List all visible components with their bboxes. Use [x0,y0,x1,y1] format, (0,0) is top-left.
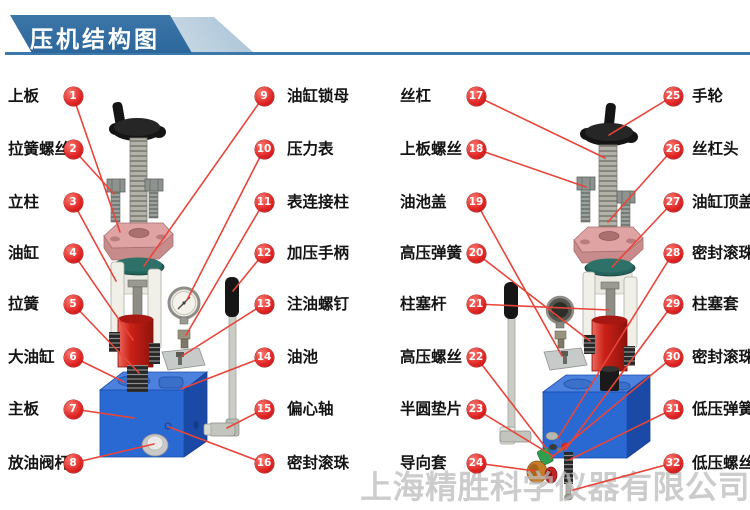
leader-line-27 [611,201,674,268]
handwheel-left [109,101,166,141]
leader-line-20 [475,252,591,342]
leader-line-23 [475,408,554,457]
leader-line-32 [572,462,674,491]
gauge-connector-right [554,330,567,349]
oil-cylinder-red-right [591,315,628,372]
lead-screw-left [129,137,148,231]
leader-line-8 [72,443,155,464]
upper-plate-right [573,226,644,264]
leader-line-21 [475,303,610,311]
watermark-text: 上海精胜科学仪器有限公司 [360,468,750,506]
leader-line-18 [475,148,587,188]
pressure-gauge-left [167,286,201,325]
drain-valve-knob-left [141,433,169,457]
leader-line-16 [168,426,265,464]
leader-line-24 [475,462,536,472]
leader-line-1 [72,95,121,233]
leader-line-29 [564,303,674,451]
high-pressure-springs-right [584,335,635,366]
seal-parts-cluster [526,431,569,484]
leader-line-31 [568,408,674,461]
leader-line-10 [186,148,265,301]
leader-line-4 [72,252,134,341]
leader-line-30 [550,356,674,459]
base-block-right [541,374,652,459]
leader-line-28 [557,252,674,439]
leader-line-11 [185,201,265,336]
lead-screw-right [598,144,618,235]
pressure-gauge-right [545,295,575,329]
banner-rule [5,52,750,55]
leader-line-5 [72,303,140,374]
leader-line-26 [607,148,674,223]
handwheel-right [580,102,638,146]
gauge-connector-left [177,329,191,349]
low-pressure-spring-and-screw [564,452,573,501]
upper-plate-left [103,222,174,261]
leader-line-17 [475,95,606,159]
leader-line-19 [475,201,563,357]
tension-springs-left [109,332,160,364]
tension-spring-screws [106,178,164,223]
leader-line-7 [72,408,135,419]
leader-line-22 [475,356,547,449]
main-spring-left [127,365,148,392]
leader-line-25 [608,95,674,136]
leader-line-14 [180,356,265,390]
pump-handle-left [203,277,240,437]
leader-line-6 [72,356,125,383]
plunger-sleeve-plug-right [600,366,619,391]
leader-line-9 [143,95,265,267]
oil-cylinder-red-left [117,314,154,368]
oil-pool-cover-right [543,347,588,371]
page-title: 压机结构图 [30,27,160,53]
leader-line-12 [232,252,265,292]
oil-pool-plate-left [161,347,206,371]
left-press [98,101,240,458]
upper-plate-screws-right [576,176,636,233]
leader-line-13 [181,303,265,357]
leader-lines [72,95,674,491]
leader-line-3 [72,201,117,282]
right-press [499,102,652,501]
